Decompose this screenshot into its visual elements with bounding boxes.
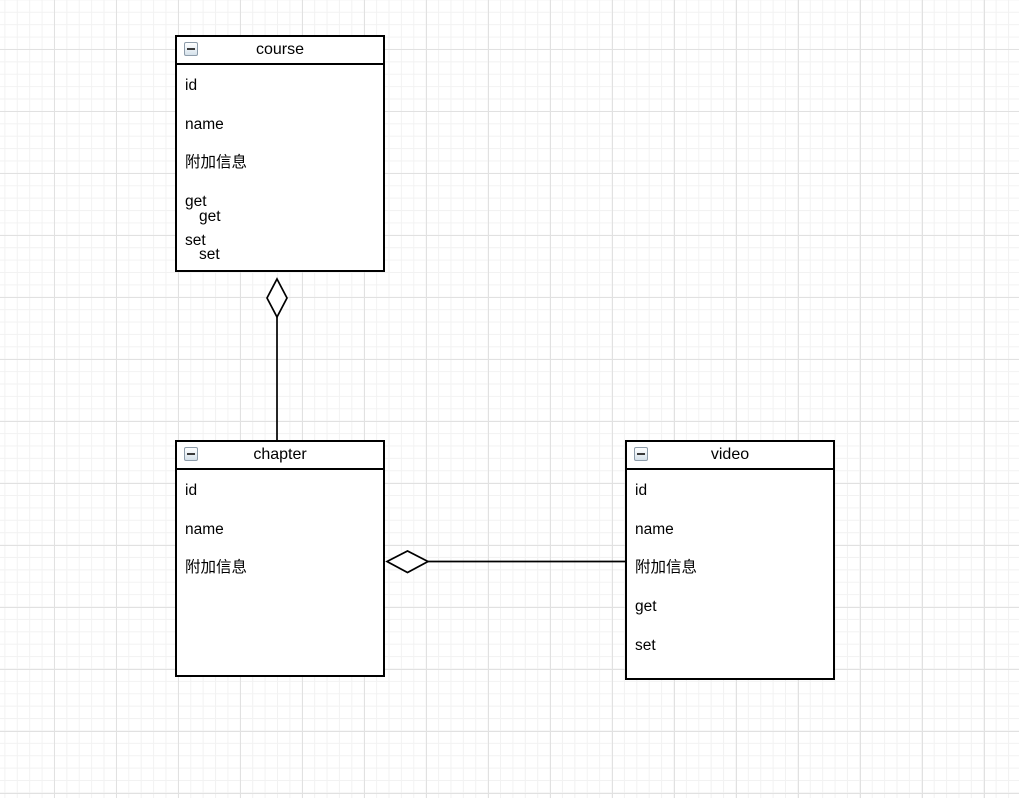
entity-title: video bbox=[710, 446, 750, 463]
entity-header: video bbox=[627, 442, 833, 470]
field-row[interactable]: id bbox=[185, 77, 198, 94]
collapse-minus-icon[interactable] bbox=[634, 447, 648, 461]
aggregation-diamond-course[interactable] bbox=[266, 277, 288, 319]
entity-video[interactable]: video id name 附加信息 get set bbox=[625, 440, 835, 680]
entity-chapter[interactable]: chapter id name 附加信息 bbox=[175, 440, 385, 677]
aggregation-diamond-chapter[interactable] bbox=[385, 550, 430, 574]
entity-header: chapter bbox=[177, 442, 383, 470]
minus-glyph bbox=[637, 453, 645, 455]
field-row[interactable]: name bbox=[185, 115, 224, 133]
collapse-minus-icon[interactable] bbox=[184, 42, 198, 56]
field-row[interactable]: name bbox=[185, 520, 224, 538]
field-row[interactable]: 附加信息 bbox=[185, 154, 248, 172]
entity-title: course bbox=[255, 41, 305, 58]
field-row[interactable]: get bbox=[185, 193, 207, 211]
field-row[interactable]: name bbox=[635, 520, 674, 538]
field-row[interactable]: id bbox=[185, 482, 198, 499]
field-row[interactable]: 附加信息 bbox=[185, 559, 248, 577]
entity-fields: id name 附加信息 get set bbox=[627, 470, 833, 674]
field-row[interactable]: 附加信息 bbox=[635, 559, 698, 577]
field-row[interactable]: set bbox=[635, 636, 656, 654]
collapse-minus-icon[interactable] bbox=[184, 447, 198, 461]
field-row[interactable]: get bbox=[635, 598, 657, 616]
entity-header: course bbox=[177, 37, 383, 65]
field-row[interactable]: id bbox=[635, 482, 648, 499]
minus-glyph bbox=[187, 453, 195, 455]
entity-title: chapter bbox=[253, 446, 307, 463]
field-row[interactable]: set bbox=[185, 231, 206, 249]
minus-glyph bbox=[187, 48, 195, 50]
entity-fields: id name 附加信息 bbox=[177, 470, 383, 597]
